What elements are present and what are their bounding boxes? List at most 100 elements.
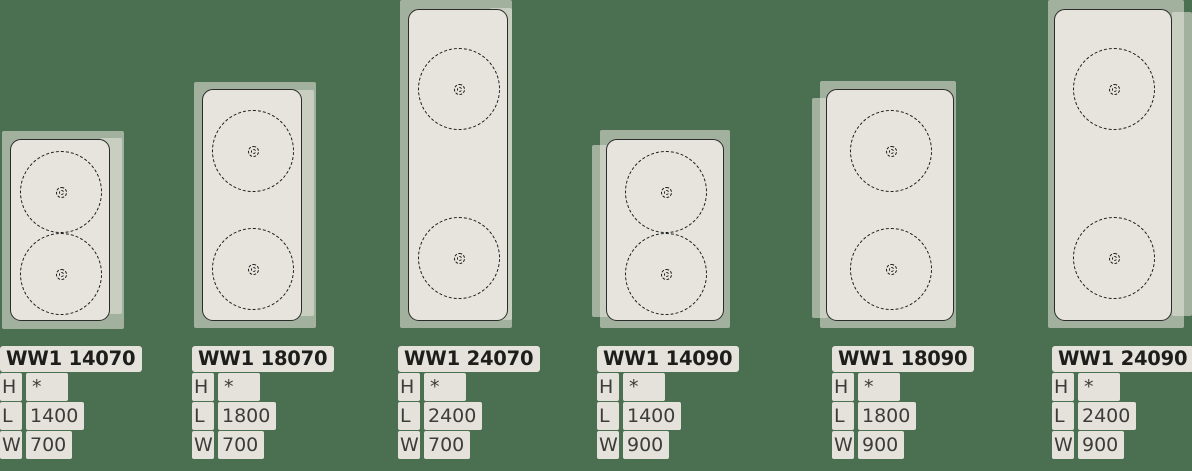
burner-center-marker: [453, 252, 465, 264]
appliance-panel[interactable]: [606, 139, 724, 321]
dimension-key-h: H: [597, 373, 619, 401]
burner-ring-top: [20, 151, 102, 233]
burner-center-marker: [660, 268, 672, 280]
product-title: WW1 24090: [1052, 346, 1192, 372]
burner-center-marker: [247, 263, 259, 275]
dimension-value-w: 900: [1078, 431, 1125, 459]
dimension-key-h: H: [832, 373, 854, 401]
burner-center-marker: [453, 83, 465, 95]
dimension-row-height: H *: [192, 373, 392, 401]
dimension-row-length: L 2400: [1052, 402, 1192, 430]
burner-ring-bottom: [625, 233, 707, 315]
dimension-key-l: L: [597, 402, 619, 430]
dimension-row-height: H *: [597, 373, 797, 401]
dimension-key-w: W: [0, 431, 22, 459]
burner-center-marker: [247, 145, 259, 157]
dimension-row-width: W 900: [1052, 431, 1192, 459]
dimension-row-width: W 700: [192, 431, 392, 459]
burner-ring-top: [212, 110, 294, 192]
product-title: WW1 24070: [398, 346, 541, 372]
product-unit-ww1-24090[interactable]: WW1 24090 H * L 2400 W 900: [1032, 0, 1192, 471]
dimension-key-w: W: [597, 431, 619, 459]
product-unit-ww1-18090[interactable]: WW1 18090 H * L 1800 W 900: [812, 0, 1027, 471]
dimension-value-h: *: [858, 373, 900, 401]
dimension-row-height: H *: [0, 373, 200, 401]
dimension-value-w: 900: [623, 431, 670, 459]
burner-ring-bottom: [850, 228, 932, 310]
dimension-value-l: 1800: [858, 402, 917, 430]
dimension-key-l: L: [1052, 402, 1074, 430]
product-unit-ww1-14090[interactable]: WW1 14090 H * L 1400 W 900: [592, 0, 807, 471]
appliance-panel[interactable]: [408, 9, 508, 321]
dimension-key-w: W: [192, 431, 214, 459]
unit-label-block: WW1 18070 H * L 1800 W 700: [192, 346, 392, 459]
dimension-row-width: W 900: [832, 431, 1032, 459]
backing-sticker: [812, 98, 828, 318]
dimension-key-l: L: [192, 402, 214, 430]
dimension-key-h: H: [192, 373, 214, 401]
dimension-value-l: 1400: [26, 402, 85, 430]
unit-label-block: WW1 14090 H * L 1400 W 900: [597, 346, 797, 459]
burner-ring-top: [625, 151, 707, 233]
dimension-value-w: 900: [858, 431, 905, 459]
dimension-key-h: H: [1052, 373, 1074, 401]
dimension-row-length: L 1400: [597, 402, 797, 430]
dimension-value-h: *: [623, 373, 665, 401]
dimension-row-length: L 2400: [398, 402, 598, 430]
burner-center-marker: [660, 186, 672, 198]
dimension-value-l: 2400: [1078, 402, 1137, 430]
dimension-key-l: L: [398, 402, 420, 430]
burner-center-marker: [885, 263, 897, 275]
backing-sticker: [1172, 12, 1192, 316]
unit-label-block: WW1 14070 H * L 1400 W 700: [0, 346, 200, 459]
dimension-key-l: L: [832, 402, 854, 430]
dimension-key-h: H: [0, 373, 22, 401]
burner-ring-bottom: [20, 233, 102, 315]
product-title: WW1 18090: [832, 346, 975, 372]
dimension-value-h: *: [424, 373, 466, 401]
dimension-value-h: *: [218, 373, 260, 401]
dimension-value-w: 700: [424, 431, 471, 459]
dimension-value-h: *: [1078, 373, 1120, 401]
dimension-row-width: W 700: [398, 431, 598, 459]
dimension-row-height: H *: [832, 373, 1032, 401]
appliance-panel[interactable]: [202, 89, 302, 321]
unit-label-block: WW1 18090 H * L 1800 W 900: [832, 346, 1032, 459]
dimension-key-l: L: [0, 402, 22, 430]
product-unit-ww1-14070[interactable]: WW1 14070 H * L 1400 W 700: [0, 0, 200, 471]
backing-sticker: [592, 145, 608, 317]
burner-center-marker: [55, 186, 67, 198]
dimension-key-w: W: [1052, 431, 1074, 459]
appliance-panel[interactable]: [1054, 9, 1172, 321]
product-unit-ww1-24070[interactable]: WW1 24070 H * L 2400 W 700: [390, 0, 600, 471]
dimension-key-w: W: [398, 431, 420, 459]
burner-center-marker: [55, 268, 67, 280]
dimension-value-w: 700: [218, 431, 265, 459]
product-title: WW1 14070: [0, 346, 143, 372]
dimension-key-h: H: [398, 373, 420, 401]
product-unit-ww1-18070[interactable]: WW1 18070 H * L 1800 W 700: [192, 0, 392, 471]
dimension-value-l: 1800: [218, 402, 277, 430]
dimension-row-height: H *: [398, 373, 598, 401]
appliance-panel[interactable]: [10, 139, 110, 321]
burner-ring-bottom: [212, 228, 294, 310]
dimension-value-l: 1400: [623, 402, 682, 430]
appliance-panel[interactable]: [826, 89, 954, 321]
unit-label-block: WW1 24090 H * L 2400 W 900: [1052, 346, 1192, 459]
burner-ring-bottom: [1073, 217, 1155, 299]
burner-ring-top: [1073, 48, 1155, 130]
burner-ring-bottom: [418, 217, 500, 299]
burner-center-marker: [1108, 252, 1120, 264]
dimension-row-height: H *: [1052, 373, 1192, 401]
burner-ring-top: [418, 48, 500, 130]
unit-label-block: WW1 24070 H * L 2400 W 700: [398, 346, 598, 459]
product-title: WW1 18070: [192, 346, 335, 372]
dimension-key-w: W: [832, 431, 854, 459]
dimension-row-width: W 700: [0, 431, 200, 459]
dimension-value-h: *: [26, 373, 68, 401]
product-title: WW1 14090: [597, 346, 740, 372]
burner-ring-top: [850, 110, 932, 192]
dimension-row-length: L 1800: [192, 402, 392, 430]
dimension-row-length: L 1800: [832, 402, 1032, 430]
burner-center-marker: [885, 145, 897, 157]
